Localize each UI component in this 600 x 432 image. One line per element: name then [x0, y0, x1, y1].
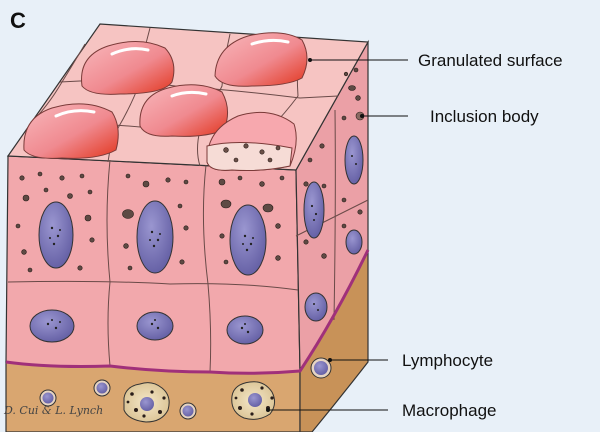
- nucleus: [345, 136, 363, 184]
- artist-signature: D. Cui & L. Lynch: [3, 404, 103, 417]
- nucleus: [230, 205, 266, 275]
- label-inclusion-body: Inclusion body: [430, 107, 539, 126]
- nucleus: [30, 310, 74, 342]
- label-granulated-surface: Granulated surface: [418, 51, 563, 70]
- nucleus: [137, 312, 173, 340]
- nucleus: [305, 293, 327, 321]
- label-macrophage: Macrophage: [402, 401, 497, 420]
- leader-dot: [360, 114, 364, 118]
- leader-dot: [266, 408, 270, 412]
- nucleus: [137, 201, 173, 273]
- nucleus: [39, 202, 73, 268]
- label-lymphocyte: Lymphocyte: [402, 351, 493, 370]
- leader-dot: [308, 58, 312, 62]
- panel-letter: C: [10, 8, 26, 33]
- nucleus: [346, 230, 362, 254]
- nucleus: [304, 182, 324, 238]
- leader-dot: [328, 358, 332, 362]
- nucleus: [227, 316, 263, 344]
